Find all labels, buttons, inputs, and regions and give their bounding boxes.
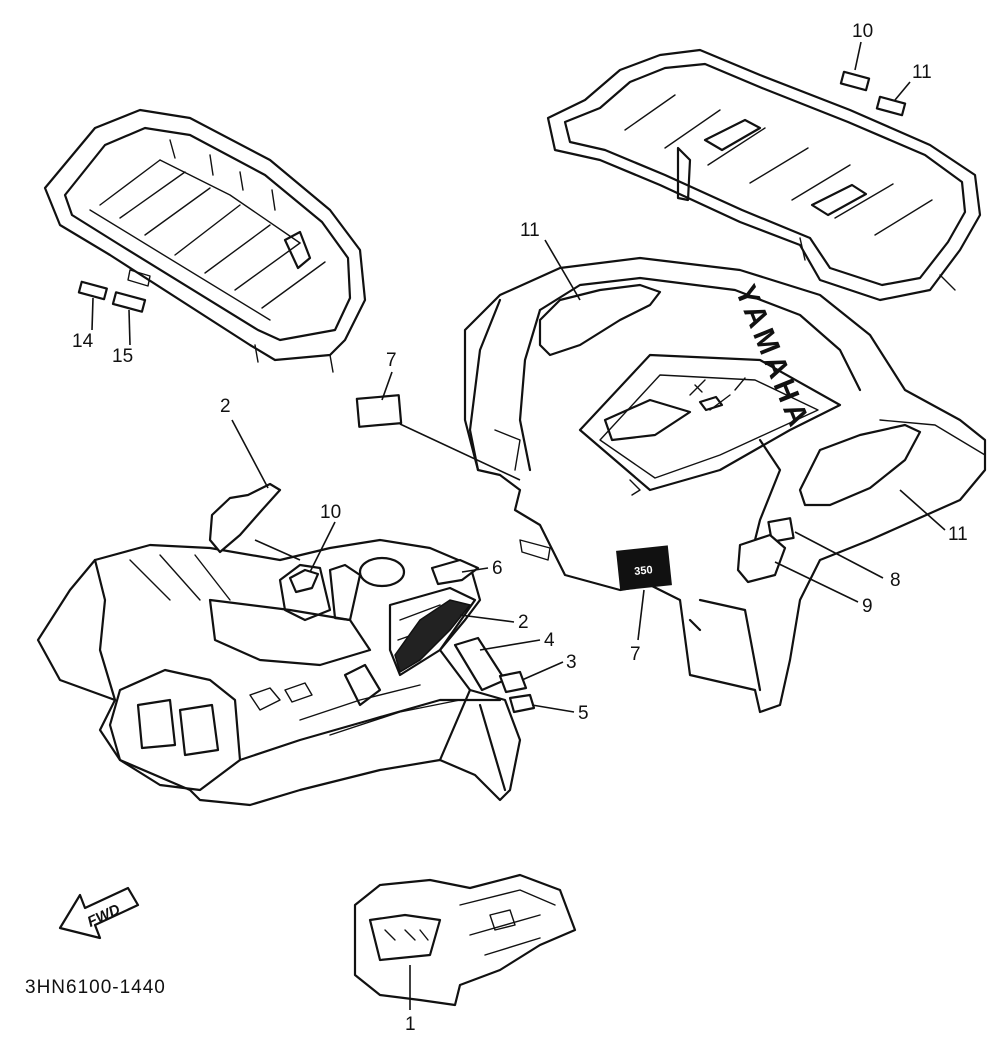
decal-2-left [208, 482, 282, 554]
callout-7-right: 7 [630, 644, 641, 665]
decal-7-text: 350 [634, 564, 654, 578]
part-code: 3HN6100-1440 [25, 977, 166, 998]
decal-10 [288, 568, 320, 594]
callout-5: 5 [578, 703, 589, 724]
decal-14 [77, 280, 108, 301]
front-fender [36, 538, 522, 807]
decal-9 [736, 533, 787, 584]
callout-1: 1 [405, 1014, 416, 1035]
callout-8: 8 [890, 570, 901, 591]
fwd-arrow-icon: FWD [58, 886, 140, 940]
decal-7-plate: 350 [616, 545, 672, 591]
front-carrier-rack [43, 108, 367, 373]
callout-14: 14 [72, 331, 94, 352]
callouts: 10 11 11 11 8 9 7 7 2 10 6 2 4 3 5 14 15… [72, 21, 968, 1035]
rear-fender [463, 256, 987, 714]
decal-3 [498, 670, 528, 694]
callout-7-left: 7 [386, 350, 397, 371]
decal-5 [508, 693, 536, 714]
leader-lines [91, 41, 946, 1010]
callout-10: 10 [320, 502, 341, 523]
callout-6: 6 [492, 558, 503, 579]
callout-11-side: 11 [948, 524, 968, 545]
callout-13: 11 [912, 62, 932, 83]
callout-15: 15 [112, 346, 133, 367]
callout-9: 9 [862, 596, 873, 617]
decal-6 [430, 558, 480, 586]
footrest-guard [353, 873, 577, 1007]
rear-carrier-rack [546, 48, 982, 302]
callout-3: 3 [566, 652, 577, 673]
decal-11-side [798, 423, 922, 507]
decal-8 [767, 517, 795, 543]
callout-11-top: 11 [520, 220, 540, 241]
callout-12: 10 [852, 21, 873, 42]
decal-15 [111, 291, 147, 313]
callout-2-left: 2 [220, 396, 231, 417]
callout-4: 4 [544, 630, 555, 651]
decal-12 [839, 70, 871, 92]
decal-2-right [394, 599, 472, 674]
decal-11-top [538, 283, 662, 357]
decal-7-loose [355, 394, 403, 428]
callout-2-right: 2 [518, 612, 529, 633]
decal-13 [875, 95, 907, 117]
